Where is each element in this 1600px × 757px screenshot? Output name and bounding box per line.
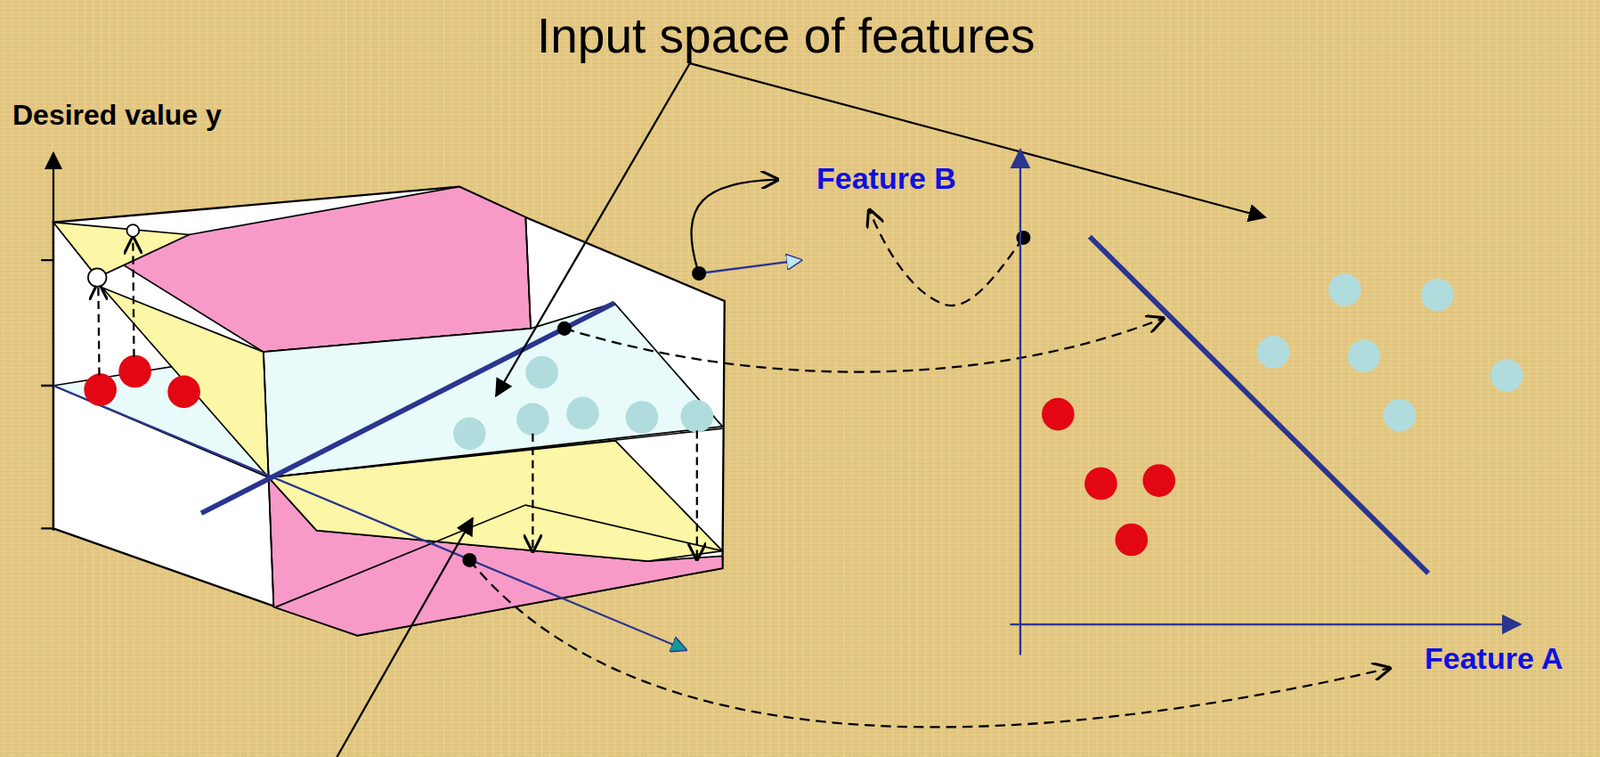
axis-label: Feature A xyxy=(1424,641,1564,676)
title: Input space of features xyxy=(536,7,1036,65)
axis-label: Feature B xyxy=(816,161,957,196)
axis-label: Desired value y xyxy=(12,98,222,132)
